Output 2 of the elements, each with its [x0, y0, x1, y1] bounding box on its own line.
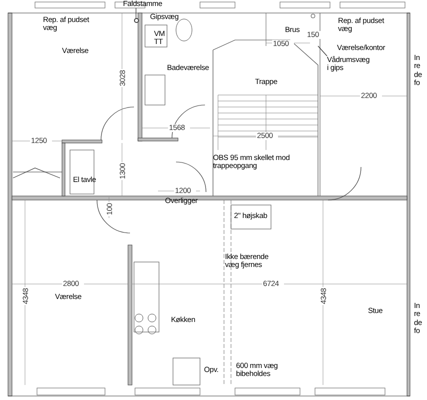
leader-line — [318, 46, 328, 56]
pipe-circle — [134, 18, 139, 23]
